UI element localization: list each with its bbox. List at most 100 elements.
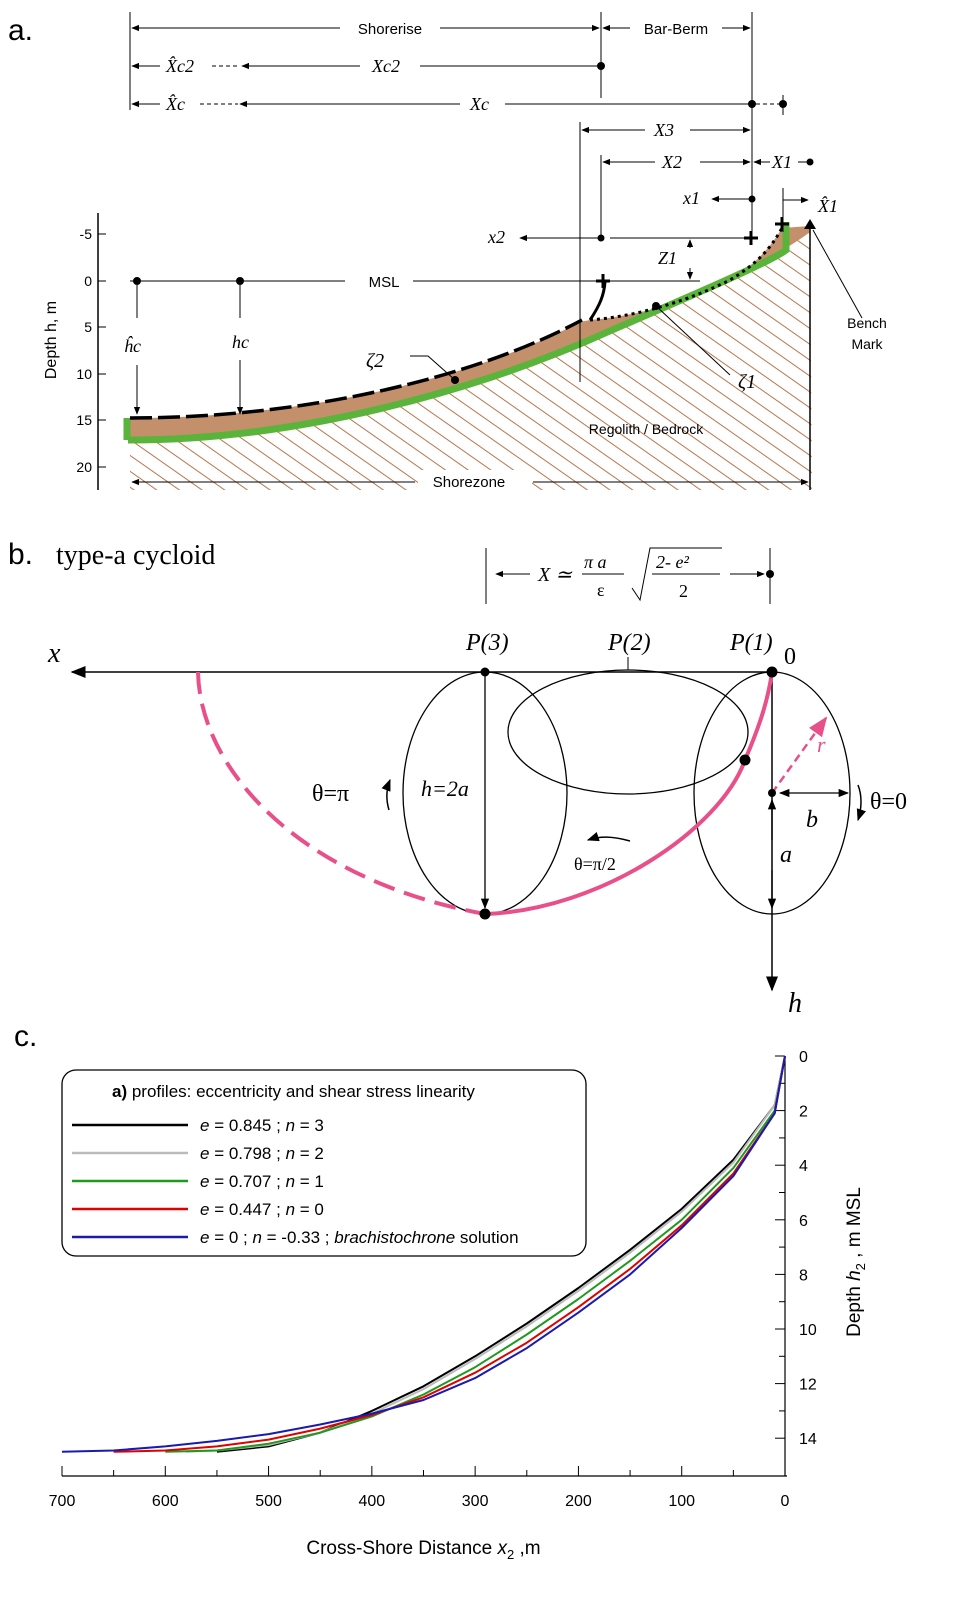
y-tick-label-c-6: 12: [799, 1377, 817, 1394]
y-tick-label-c-0: 0: [799, 1049, 808, 1066]
series-line-3: [113, 1055, 786, 1453]
x-tick-label-c-4: 300: [462, 1493, 489, 1510]
hchat-label: ĥc: [124, 335, 141, 356]
msl-dot-mid: [236, 277, 244, 285]
legend-box: [61, 1069, 587, 1257]
barberm-label: Bar-Berm: [644, 21, 708, 38]
ytick-a-5: 20: [76, 459, 92, 475]
depth-axis-label: Depth h, m: [43, 301, 60, 379]
x-tick-label-c-1: 600: [152, 1493, 179, 1510]
ytick-a-0: -5: [80, 226, 93, 242]
zeta2-profile: [129, 318, 583, 420]
legend-entry-2: e = 0.707 ; n = 1: [200, 1172, 324, 1191]
mark-label: Mark: [851, 336, 883, 352]
radius-label: r: [817, 732, 826, 757]
legend-c: a) profiles: eccentricity and shear stre…: [61, 1069, 587, 1257]
x-tick-label-c-3: 400: [359, 1493, 386, 1510]
x2-upper-label: X2: [661, 152, 682, 172]
legend-title: a) profiles: eccentricity and shear stre…: [112, 1082, 475, 1101]
h-axis-b-label: h: [788, 988, 802, 1019]
ellipse-p2: [507, 669, 749, 795]
x-tick-label-c-6: 100: [668, 1493, 695, 1510]
panel-a: a. -5 0 5 10 15 20 Depth h, m: [8, 12, 887, 492]
ytick-a-1: 0: [84, 273, 92, 289]
p1-dot: [766, 666, 778, 678]
panel-a-label: a.: [8, 14, 33, 47]
theta-0-label: θ=0: [870, 789, 907, 815]
formula-x: X ≃: [537, 564, 573, 586]
legend-entry-1: e = 0.798 ; n = 2: [200, 1144, 324, 1163]
y-tick-label-c-7: 14: [799, 1431, 817, 1448]
x-tick-label-c-2: 500: [255, 1493, 282, 1510]
series-line-4: [61, 1055, 786, 1453]
formula-sqrt: [631, 547, 722, 602]
cycloid-solid: [484, 671, 774, 916]
xchat-label: X̂c: [165, 94, 185, 114]
hc-label: hc: [232, 332, 249, 352]
y-tick-label-c-5: 10: [799, 1322, 817, 1339]
p2-label: P(2): [607, 630, 651, 656]
formula-num: 2- e²: [656, 552, 689, 572]
cycloid-point-dot: [739, 754, 751, 766]
a-label: a: [780, 842, 792, 868]
shorezone-label: Shorezone: [433, 474, 506, 491]
depth-axis-ticks: [98, 233, 106, 468]
x-axis-b-label: x: [47, 638, 61, 669]
theta-0-arrow: [856, 784, 866, 822]
xc2-dot: [597, 62, 605, 70]
x-tick-label-c-5: 200: [565, 1493, 592, 1510]
panel-b: b. type-a cycloid X ≃ π a ε 2- e² 2 x h …: [8, 538, 907, 1019]
p3-label: P(3): [465, 630, 509, 656]
msl-dot-left: [133, 277, 141, 285]
ytick-a-3: 10: [76, 366, 92, 382]
ytick-a-2: 5: [84, 319, 92, 335]
ellipse-center-dot: [768, 789, 776, 797]
x1u-dot: [806, 158, 814, 166]
z1-label: Z1: [658, 248, 677, 268]
shorerise-label: Shorerise: [358, 21, 422, 38]
radius-arrow: [770, 716, 828, 794]
x1-lower-dot: [748, 195, 756, 203]
origin-label: 0: [784, 644, 796, 670]
b-label: b: [806, 807, 818, 833]
x-tick-label-c-7: 0: [781, 1493, 790, 1510]
x2-lower-dot: [597, 234, 605, 242]
legend-entry-3: e = 0.447 ; n = 0: [200, 1200, 324, 1219]
theta-pi-arrow: [381, 778, 391, 811]
bedrock-region: [130, 230, 812, 490]
formula-den: 2: [679, 581, 688, 601]
theta-half-arrow: [586, 832, 631, 842]
y-tick-label-c-1: 2: [799, 1104, 808, 1121]
panel-b-title: type-a cycloid: [56, 540, 215, 571]
y-axis-label-c: Depth h2 , m MSL: [844, 1187, 868, 1337]
regolith-label: Regolith / Bedrock: [589, 421, 704, 437]
p1-label: P(1): [729, 630, 773, 656]
h2a-label: h=2a: [421, 776, 469, 801]
x2-lower-label: x2: [487, 227, 505, 247]
y-tick-label-c-3: 6: [799, 1213, 808, 1230]
x1-upper-label: X1: [771, 152, 792, 172]
shorezone-label-bg: [418, 470, 532, 492]
zeta2-leader: [410, 355, 456, 381]
msl-label: MSL: [369, 274, 400, 291]
bench-label: Bench: [847, 315, 887, 331]
formula-eps: ε: [597, 580, 605, 600]
zeta1-label: ζ1: [738, 371, 756, 393]
bench-mark-triangle: [804, 219, 816, 229]
x1hat-label: X̂1: [817, 196, 838, 216]
legend-entry-4: e = 0 ; n = -0.33 ; brachistochrone solu…: [200, 1228, 519, 1247]
p3-bottom-dot: [479, 908, 491, 920]
x-axis-label-c: Cross-Shore Distance x2 ,m: [306, 1538, 540, 1562]
series-line-2: [165, 1055, 786, 1453]
series-line-1: [185, 1055, 786, 1453]
panel-c-label: c.: [14, 1020, 37, 1053]
bar-crest-curve: [588, 281, 607, 321]
xc2hat-label: X̂c2: [165, 56, 194, 76]
sediment-wedge: [130, 226, 810, 440]
formula-pi-a: π a: [584, 552, 607, 572]
bench-leader: [812, 229, 863, 319]
zeta2-label: ζ2: [366, 350, 384, 372]
green-base-line: [127, 222, 790, 444]
